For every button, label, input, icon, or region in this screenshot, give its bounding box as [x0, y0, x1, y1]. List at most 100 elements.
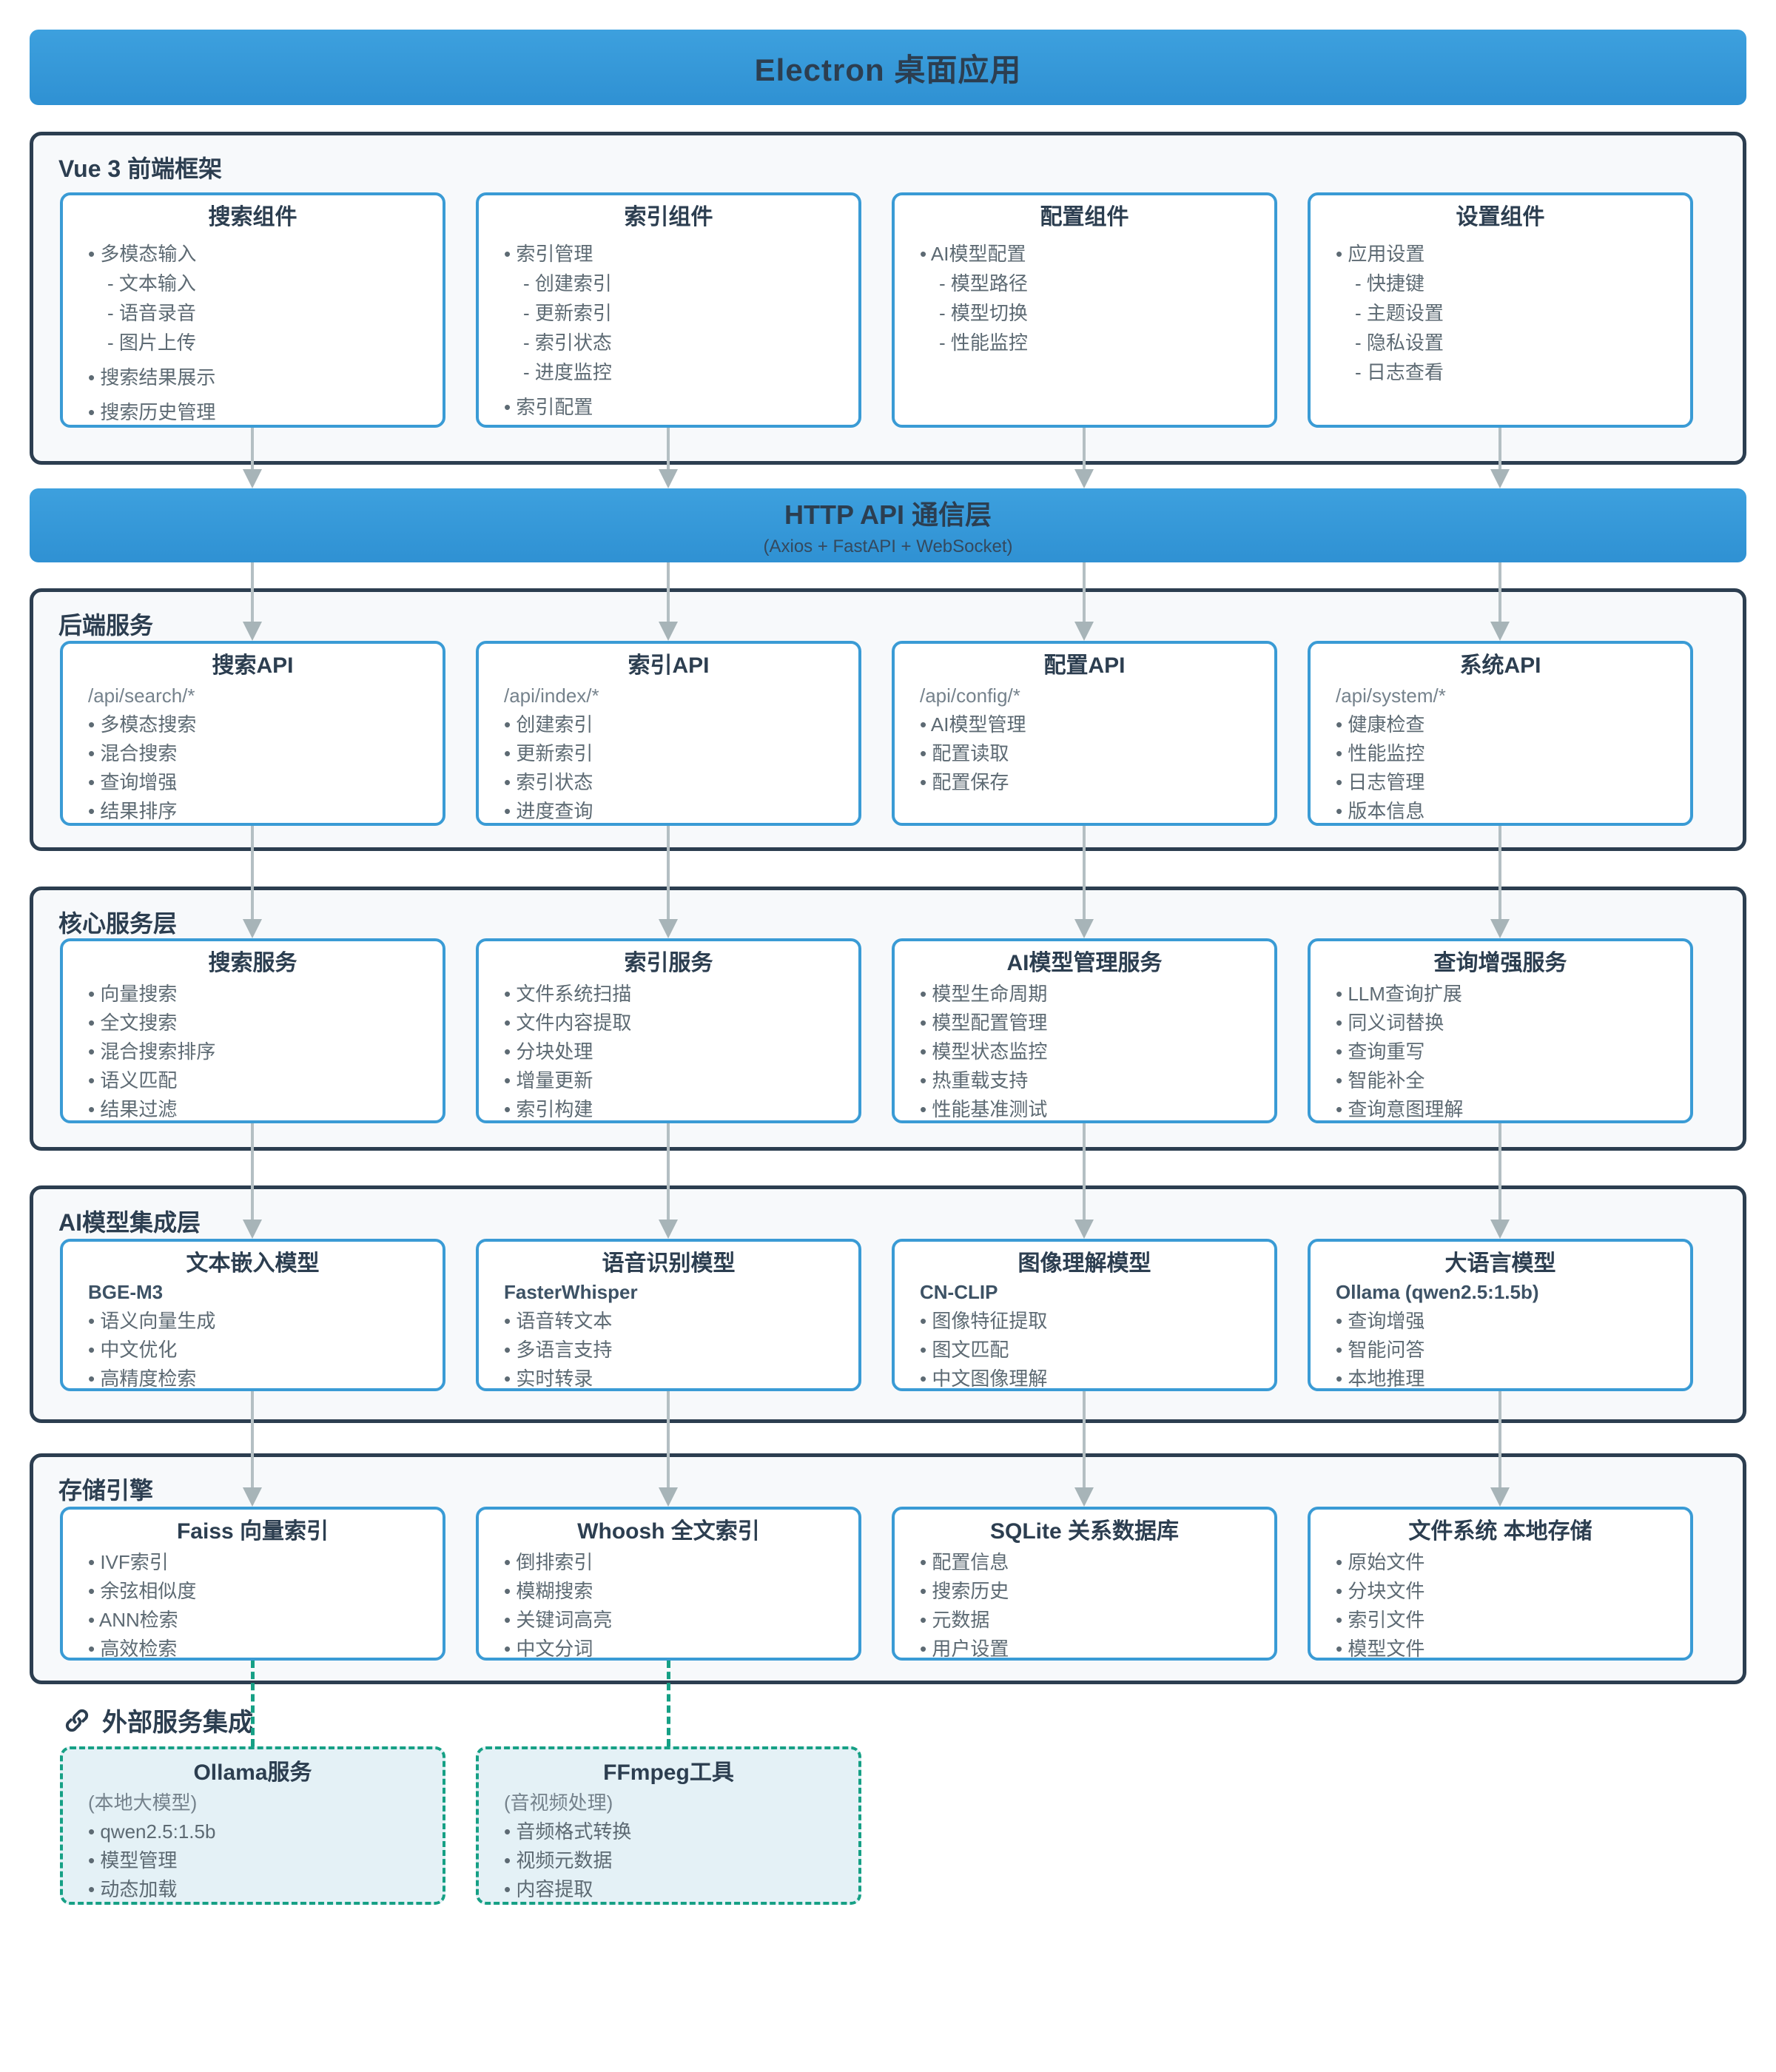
box-item-list: 倒排索引模糊搜索关键词高亮中文分词: [479, 1551, 858, 1658]
component-box: SQLite 关系数据库配置信息搜索历史元数据用户设置: [892, 1507, 1277, 1661]
box-item-list: 图像特征提取图文匹配中文图像理解: [895, 1310, 1274, 1388]
flow-arrowhead: [1074, 1220, 1094, 1239]
layer-ai-models: AI模型集成层 文本嵌入模型BGE-M3语义向量生成中文优化高精度检索语音识别模…: [30, 1185, 1746, 1423]
box-item-list: qwen2.5:1.5b模型管理动态加载: [63, 1820, 443, 1901]
flow-arrowhead: [1490, 919, 1510, 938]
flow-arrow-line: [667, 562, 670, 625]
flow-arrow-line: [1498, 562, 1501, 625]
flow-arrow-line: [251, 1391, 254, 1490]
box-title: 搜索服务: [208, 951, 297, 975]
box-item: 索引文件: [1336, 1609, 1678, 1632]
box-item: 更新索引: [504, 302, 847, 325]
box-item-list: 多模态搜索混合搜索查询增强结果排序: [63, 713, 443, 823]
box-item: 模型文件: [1336, 1638, 1678, 1658]
box-item: 语义匹配: [88, 1069, 431, 1092]
component-box: 搜索组件多模态输入文本输入语音录音图片上传搜索结果展示搜索历史管理: [60, 192, 445, 428]
flow-arrow-line: [1083, 428, 1086, 472]
box-model-name: Ollama (qwen2.5:1.5b): [1336, 1281, 1539, 1303]
component-box: Faiss 向量索引IVF索引余弦相似度ANN检索高效检索: [60, 1507, 445, 1661]
box-item: 创建索引: [504, 272, 847, 295]
external-services-title: 外部服务集成: [102, 1709, 253, 1737]
link-icon: [65, 1709, 89, 1732]
flow-arrow-line: [667, 1123, 670, 1222]
layer-storage: 存储引擎 Faiss 向量索引IVF索引余弦相似度ANN检索高效检索Whoosh…: [30, 1453, 1746, 1684]
box-item-list: LLM查询扩展同义词替换查询重写智能补全查询意图理解: [1311, 983, 1690, 1120]
box-item: 文本输入: [88, 272, 431, 295]
flow-arrowhead: [1490, 1487, 1510, 1507]
external-box: Ollama服务 (本地大模型) qwen2.5:1.5b模型管理动态加载: [60, 1746, 445, 1905]
box-item-list: 查询增强智能问答本地推理: [1311, 1310, 1690, 1388]
box-title: 系统API: [1459, 653, 1541, 678]
flow-arrowhead: [1490, 1220, 1510, 1239]
box-item: 图文匹配: [920, 1339, 1262, 1362]
box-item: 配置信息: [920, 1551, 1262, 1574]
box-item: 用户设置: [920, 1638, 1262, 1658]
flow-arrow-line: [1083, 1391, 1086, 1490]
box-item: 增量更新: [504, 1069, 847, 1092]
box-item-list: 向量搜索全文搜索混合搜索排序语义匹配结果过滤: [63, 983, 443, 1120]
box-item: 高精度检索: [88, 1368, 431, 1388]
flow-arrow-line: [251, 428, 254, 472]
box-item: 倒排索引: [504, 1551, 847, 1574]
box-item: 创建索引: [504, 713, 847, 736]
box-item-list: 配置信息搜索历史元数据用户设置: [895, 1551, 1274, 1658]
box-item: 搜索历史: [920, 1580, 1262, 1603]
box-api-path: /api/system/*: [1336, 684, 1446, 707]
box-item: 原始文件: [1336, 1551, 1678, 1574]
box-item-list: 健康检查性能监控日志管理版本信息: [1311, 713, 1690, 823]
external-services-heading: 外部服务集成: [64, 1702, 253, 1738]
box-item: 高效检索: [88, 1638, 431, 1658]
box-item-list: 语义向量生成中文优化高精度检索: [63, 1310, 443, 1388]
box-item: 索引管理: [504, 243, 847, 266]
box-item: 配置读取: [920, 742, 1262, 765]
box-title: 配置组件: [1040, 205, 1129, 229]
box-item: 结果过滤: [88, 1098, 431, 1120]
box-item: 动态加载: [88, 1878, 431, 1901]
box-item: AI模型配置: [920, 243, 1262, 266]
box-item: 智能补全: [1336, 1069, 1678, 1092]
component-box: Whoosh 全文索引倒排索引模糊搜索关键词高亮中文分词: [476, 1507, 861, 1661]
box-item: 日志管理: [1336, 771, 1678, 794]
flow-arrow-line: [667, 428, 670, 472]
box-item: 视频元数据: [504, 1849, 847, 1872]
box-item-list: 音频格式转换视频元数据内容提取: [479, 1820, 858, 1901]
layer-core-heading: 核心服务层: [58, 910, 178, 937]
backend-box-row: 搜索API/api/search/*多模态搜索混合搜索查询增强结果排序索引API…: [60, 641, 1693, 826]
flow-dashed-connector: [667, 1661, 670, 1746]
box-item: 文件内容提取: [504, 1012, 847, 1035]
box-subtitle: (本地大模型): [88, 1792, 198, 1814]
box-item: 全文搜索: [88, 1012, 431, 1035]
component-box: 语音识别模型FasterWhisper语音转文本多语言支持实时转录: [476, 1239, 861, 1391]
box-item-list: 多模态输入文本输入语音录音图片上传搜索结果展示搜索历史管理: [63, 243, 443, 424]
box-item: 音频格式转换: [504, 1820, 847, 1843]
box-title: 搜索组件: [208, 205, 297, 229]
box-item-list: 索引管理创建索引更新索引索引状态进度监控索引配置: [479, 243, 858, 419]
component-box: 设置组件应用设置快捷键主题设置隐私设置日志查看: [1308, 192, 1693, 428]
flow-arrowhead: [243, 1487, 262, 1507]
flow-arrowhead: [243, 1220, 262, 1239]
component-box: 索引API/api/index/* 创建索引更新索引索引状态进度查询: [476, 641, 861, 826]
box-item: 语义向量生成: [88, 1310, 431, 1333]
box-item-list: AI模型管理配置读取配置保存: [895, 713, 1274, 794]
layer-ai-heading: AI模型集成层: [58, 1209, 201, 1236]
box-api-path: /api/index/*: [504, 684, 599, 707]
box-title: Faiss 向量索引: [176, 1519, 329, 1544]
box-item-list: 应用设置快捷键主题设置隐私设置日志查看: [1311, 243, 1690, 384]
flow-arrowhead: [659, 622, 678, 641]
box-title: 索引API: [628, 653, 710, 678]
http-api-title: HTTP API 通信层: [784, 500, 992, 530]
box-item: 应用设置: [1336, 243, 1678, 266]
box-item: 查询增强: [88, 771, 431, 794]
box-item-list: 创建索引更新索引索引状态进度查询: [479, 713, 858, 823]
box-item: 索引配置: [504, 396, 847, 419]
box-item: 图像特征提取: [920, 1310, 1262, 1333]
flow-arrowhead: [1074, 1487, 1094, 1507]
box-item-list: 模型生命周期模型配置管理模型状态监控热重载支持性能基准测试: [895, 983, 1274, 1120]
flow-arrowhead: [659, 469, 678, 488]
box-item: 性能监控: [920, 332, 1262, 354]
box-title: Ollama服务: [193, 1760, 312, 1785]
flow-arrow-line: [251, 826, 254, 922]
component-box: 配置API/api/config/*AI模型管理配置读取配置保存: [892, 641, 1277, 826]
core-box-row: 搜索服务向量搜索全文搜索混合搜索排序语义匹配结果过滤索引服务文件系统扫描文件内容…: [60, 938, 1693, 1123]
box-item: 模型路径: [920, 272, 1262, 295]
